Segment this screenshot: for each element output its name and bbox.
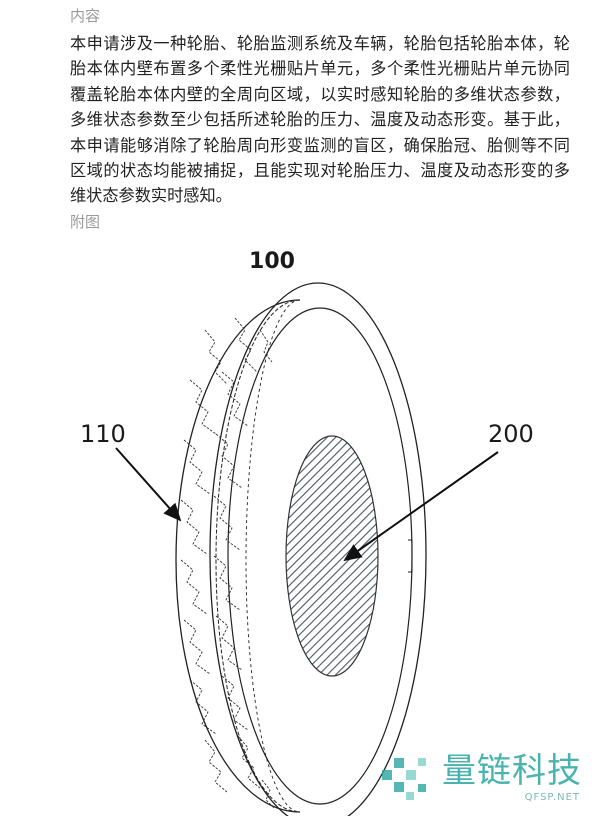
abstract-text: 本申请涉及一种轮胎、轮胎监测系统及车辆，轮胎包括轮胎本体，轮胎本体内壁布置多个柔… [70,34,570,206]
content-heading: 内容 [70,7,101,25]
sensor-label: 200 [488,420,534,448]
watermark-logo-icon [382,758,426,800]
tire-label: 110 [80,420,126,448]
figure-main-label: 100 [249,249,295,274]
watermark-url: QFSP.NET [524,792,580,803]
sensor-patch-region [285,435,379,677]
tire-body [175,282,427,816]
watermark: 量链科技 QFSP.NET [380,748,590,808]
watermark-name: 量链科技 [442,751,582,791]
tire-tread-pattern [180,317,275,809]
sensor-leader-arrow [343,451,499,562]
tire-leader-arrow [115,447,182,522]
figure-heading: 附图 [70,213,101,231]
